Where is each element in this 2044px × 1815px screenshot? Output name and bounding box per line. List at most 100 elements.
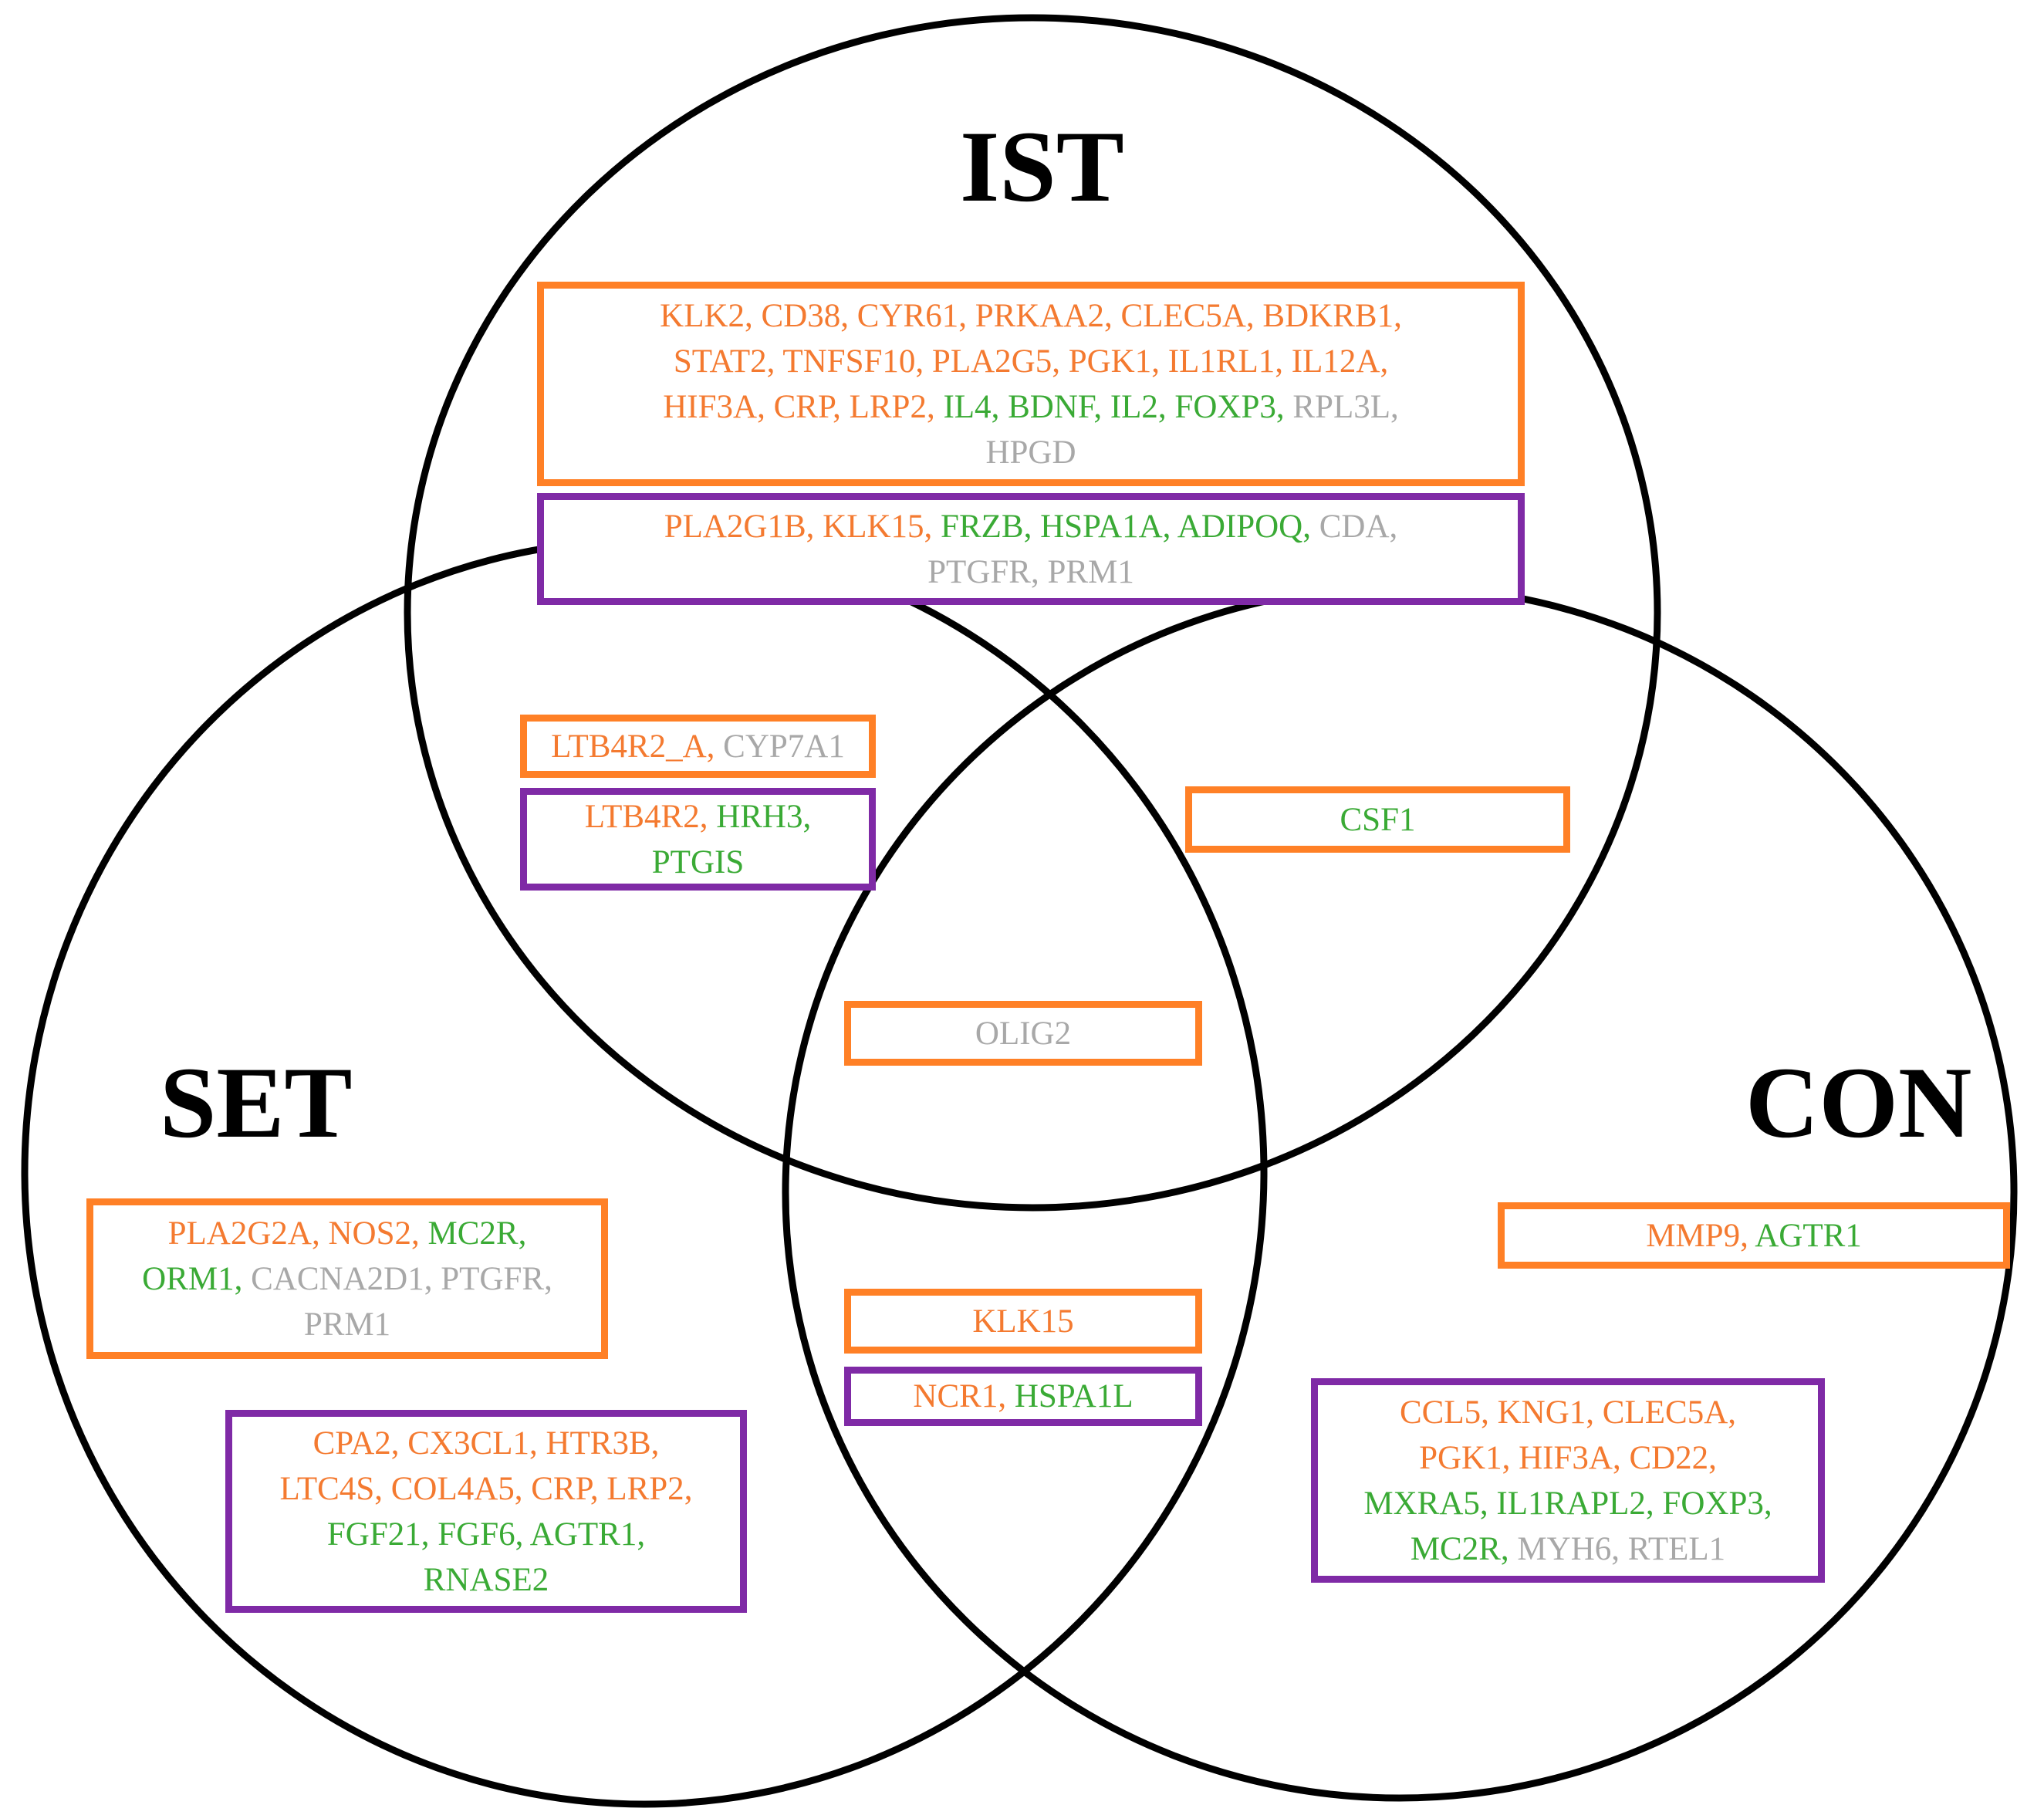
gene-line: OLIG2: [975, 1011, 1071, 1056]
gene-line: MMP9, AGTR1: [1646, 1217, 1862, 1254]
gene-line: HIF3A, CRP, LRP2, IL4, BDNF, IL2, FOXP3,…: [663, 388, 1399, 425]
gene-line: NCR1, HSPA1L: [913, 1378, 1133, 1414]
gene-name: PGK1: [1068, 343, 1152, 380]
gene-name: CRP: [773, 388, 833, 425]
box-set-con-purple: NCR1, HSPA1L: [844, 1367, 1202, 1426]
gene-list: OLIG2: [975, 1011, 1071, 1056]
gene-name: HSPA1A: [1040, 508, 1163, 545]
gene-name: TNFSF10: [782, 343, 916, 380]
gene-name: FRZB: [941, 508, 1024, 545]
gene-line: PRM1: [142, 1302, 552, 1347]
gene-list: KLK15: [972, 1299, 1073, 1344]
gene-name: RNASE2: [423, 1561, 549, 1598]
gene-name: PTGFR: [441, 1260, 545, 1297]
gene-name: CCL5: [1399, 1394, 1481, 1431]
gene-line: MC2R, MYH6, RTEL1: [1410, 1530, 1726, 1567]
box-all-orange: OLIG2: [844, 1001, 1202, 1066]
gene-name: IL12A: [1291, 343, 1380, 380]
gene-name: BDKRB1: [1262, 297, 1394, 334]
gene-name: PTGFR: [927, 553, 1031, 590]
set-label-set: SET: [160, 1046, 353, 1159]
gene-name: HSPA1L: [1014, 1378, 1133, 1414]
box-ist-set-orange: LTB4R2_A, CYP7A1: [520, 715, 876, 778]
gene-name: ADIPOQ: [1177, 508, 1303, 545]
gene-name: CDA: [1319, 508, 1390, 545]
gene-name: AGTR1: [529, 1516, 637, 1553]
gene-name: CLEC5A: [1602, 1394, 1728, 1431]
gene-line: PLA2G1B, KLK15, FRZB, HSPA1A, ADIPOQ, CD…: [664, 508, 1398, 545]
gene-name: ORM1: [142, 1260, 235, 1297]
gene-line: MXRA5, IL1RAPL2, FOXP3,: [1363, 1485, 1772, 1522]
gene-name: LTB4R2: [584, 798, 700, 835]
gene-line: FGF21, FGF6, AGTR1,: [326, 1516, 646, 1553]
gene-name: STAT2: [673, 343, 767, 380]
gene-line: KLK2, CD38, CYR61, PRKAA2, CLEC5A, BDKRB…: [660, 297, 1402, 334]
gene-list: CPA2, CX3CL1, HTR3B, LTC4S, COL4A5, CRP, …: [280, 1421, 693, 1603]
gene-list: MMP9, AGTR1: [1646, 1213, 1862, 1259]
gene-name: LTC4S: [279, 1470, 375, 1507]
box-set-con-orange: KLK15: [844, 1289, 1202, 1354]
gene-name: CPA2: [313, 1425, 391, 1462]
box-con-purple: CCL5, KNG1, CLEC5A,PGK1, HIF3A, CD22,MXR…: [1311, 1378, 1825, 1583]
gene-name: CRP: [531, 1470, 590, 1507]
gene-name: HRH3: [716, 798, 803, 835]
gene-name: PLA2G2A: [167, 1215, 312, 1252]
gene-name: CYP7A1: [723, 728, 845, 765]
box-set-purple: CPA2, CX3CL1, HTR3B, LTC4S, COL4A5, CRP, …: [225, 1410, 747, 1613]
gene-name: MC2R: [1410, 1530, 1501, 1567]
gene-name: KNG1: [1497, 1394, 1586, 1431]
gene-list: KLK2, CD38, CYR61, PRKAA2, CLEC5A, BDKRB…: [660, 293, 1402, 475]
gene-name: COL4A5: [390, 1470, 515, 1507]
gene-list: NCR1, HSPA1L: [913, 1374, 1133, 1419]
gene-list: LTB4R2, HRH3,PTGIS: [585, 794, 812, 885]
gene-name: FGF6: [438, 1516, 515, 1553]
gene-name: BDNF: [1008, 388, 1094, 425]
box-ist-orange: KLK2, CD38, CYR61, PRKAA2, CLEC5A, BDKRB…: [537, 282, 1525, 486]
gene-name: PRM1: [303, 1306, 391, 1343]
gene-name: IL2: [1110, 388, 1158, 425]
gene-name: PLA2G5: [931, 343, 1052, 380]
gene-name: PRM1: [1047, 553, 1134, 590]
circle-con: [782, 583, 2018, 1802]
gene-name: AGTR1: [1755, 1217, 1862, 1254]
gene-list: CSF1: [1340, 797, 1415, 843]
gene-name: IL4: [943, 388, 992, 425]
gene-name: CLEC5A: [1120, 297, 1246, 334]
gene-name: OLIG2: [975, 1015, 1072, 1052]
gene-name: MYH6: [1517, 1530, 1612, 1567]
gene-name: IL1RAPL2: [1496, 1485, 1646, 1522]
box-set-orange: PLA2G2A, NOS2, MC2R, ORM1, CACNA2D1, PTGF…: [86, 1198, 608, 1359]
gene-name: CX3CL1: [407, 1425, 529, 1462]
box-ist-set-purple: LTB4R2, HRH3,PTGIS: [520, 788, 876, 891]
gene-name: MMP9: [1646, 1217, 1741, 1254]
gene-name: HIF3A: [1519, 1439, 1613, 1476]
gene-line: HPGD: [660, 430, 1402, 475]
gene-line: LTB4R2_A, CYP7A1: [551, 728, 845, 765]
gene-line: ORM1, CACNA2D1, PTGFR,: [142, 1260, 552, 1297]
gene-line: KLK15: [972, 1299, 1073, 1344]
gene-name: CD22: [1629, 1439, 1709, 1476]
gene-name: HPGD: [985, 434, 1076, 471]
gene-name: PGK1: [1419, 1439, 1502, 1476]
gene-name: NOS2: [328, 1215, 411, 1252]
gene-list: PLA2G1B, KLK15, FRZB, HSPA1A, ADIPOQ, CD…: [664, 504, 1398, 595]
set-label-ist: IST: [960, 110, 1124, 223]
gene-name: MXRA5: [1363, 1485, 1480, 1522]
gene-line: PLA2G2A, NOS2, MC2R,: [167, 1215, 527, 1252]
gene-line: CCL5, KNG1, CLEC5A,: [1399, 1394, 1736, 1431]
gene-name: CYR61: [856, 297, 959, 334]
gene-list: LTB4R2_A, CYP7A1: [551, 724, 845, 769]
gene-name: CACNA2D1: [251, 1260, 424, 1297]
gene-name: KLK15: [823, 508, 924, 545]
gene-line: LTC4S, COL4A5, CRP, LRP2,: [279, 1470, 693, 1507]
gene-name: RTEL1: [1627, 1530, 1726, 1567]
gene-name: CD38: [761, 297, 841, 334]
gene-line: CSF1: [1340, 797, 1415, 843]
gene-name: KLK15: [972, 1303, 1074, 1340]
gene-name: FOXP3: [1662, 1485, 1764, 1522]
box-ist-purple: PLA2G1B, KLK15, FRZB, HSPA1A, ADIPOQ, CD…: [537, 493, 1525, 605]
gene-name: FGF21: [326, 1516, 421, 1553]
gene-line: PTGFR, PRM1: [927, 553, 1134, 590]
gene-name: LTB4R2_A: [551, 728, 707, 765]
gene-line: CPA2, CX3CL1, HTR3B,: [313, 1425, 660, 1462]
